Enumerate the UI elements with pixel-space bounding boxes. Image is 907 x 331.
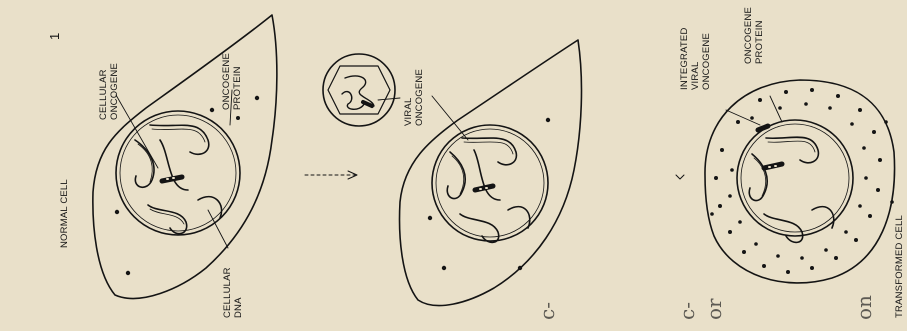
integrated-oncogene-segment-a — [758, 126, 768, 130]
cellular-oncogene-segment — [162, 177, 182, 181]
normal-cell-membrane — [93, 15, 277, 298]
oncogene-protein-label-3: ONCOGENE — [744, 7, 754, 64]
transformed-cell-title: TRANSFORMED CELL — [895, 215, 905, 318]
cellular-oncogene-label-1: CELLULAR — [99, 69, 109, 120]
panel-number: 1 — [50, 33, 60, 40]
cellular-dna-label-1: CELLULAR — [223, 267, 233, 318]
oncogene-protein-label-2: PROTEIN — [233, 66, 243, 110]
transformed-cell-dna — [749, 137, 834, 242]
normal-cell-title: NORMAL CELL — [60, 179, 70, 248]
infected-cell-dna — [447, 138, 530, 242]
transformed-cell-membrane — [705, 80, 895, 283]
margin-text-4: c- — [675, 302, 699, 320]
integrated-label-1: INTEGRATED — [680, 27, 690, 90]
viral-oncogene-label-1: VIRAL — [404, 98, 414, 126]
virus-capsid — [328, 66, 390, 114]
oncogene-protein-label-1: ONCOGENE — [222, 53, 232, 110]
oncogene-protein-label-4: PROTEIN — [755, 20, 765, 64]
virus-particle — [323, 54, 395, 126]
cellular-dna-label-2: DNA — [234, 297, 244, 318]
integrated-label-2: VIRAL — [691, 62, 701, 90]
margin-text-3: on — [852, 295, 876, 320]
viral-oncogene-in-cell — [475, 186, 493, 190]
integrated-label-3: ONCOGENE — [702, 33, 712, 90]
cellular-oncogene-label-2: ONCOGENE — [110, 63, 120, 120]
viral-oncogene-label-2: ONCOGENE — [415, 69, 425, 126]
infected-cell-membrane — [400, 40, 582, 306]
margin-text-2: or — [702, 298, 726, 320]
margin-text-1: c- — [535, 302, 559, 320]
integrated-oncogene-segment-b — [764, 164, 782, 168]
